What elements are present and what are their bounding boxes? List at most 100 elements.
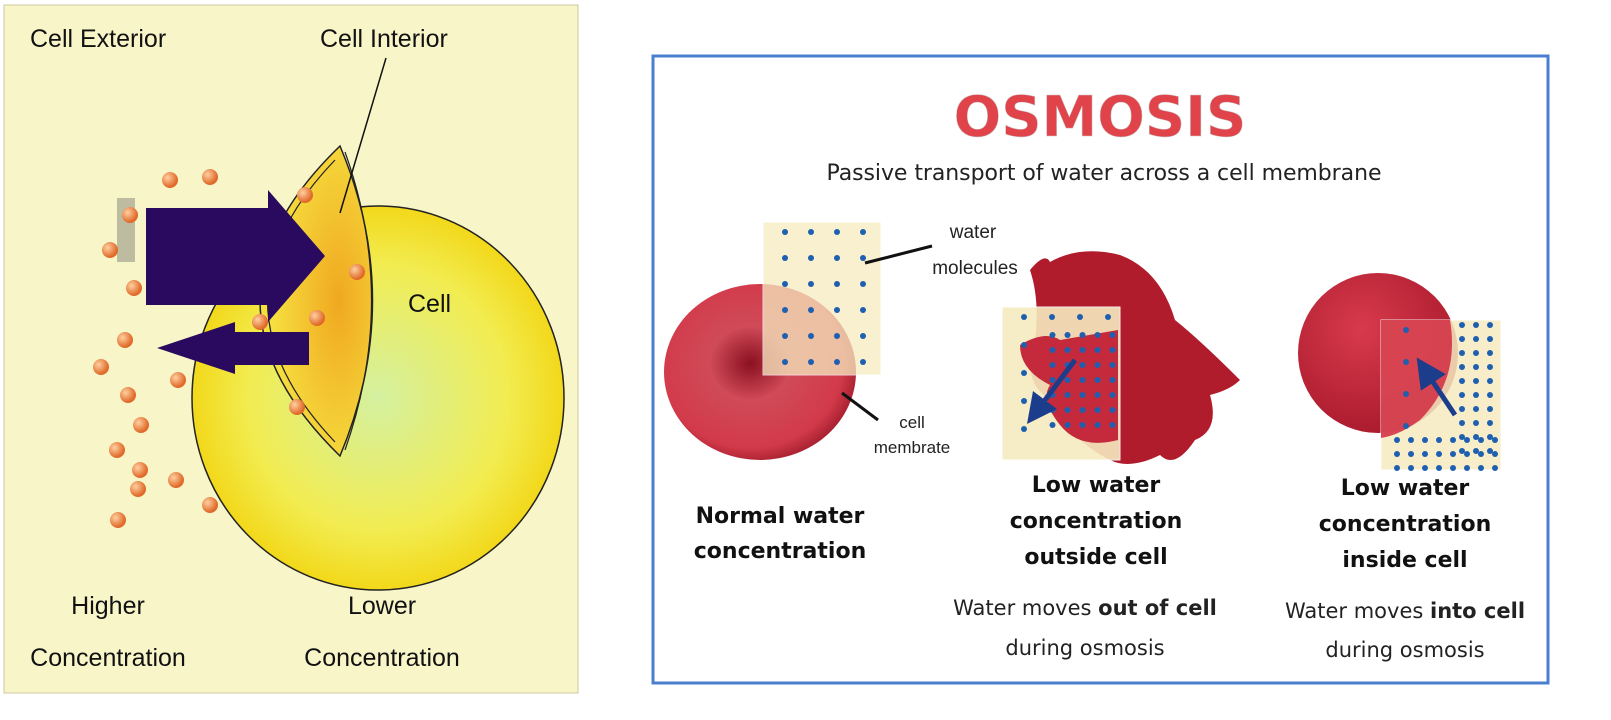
osmosis-subtitle: Passive transport of water across a cell… — [827, 161, 1382, 186]
water-molecule — [1473, 420, 1479, 426]
water-molecule — [1049, 407, 1056, 413]
water-molecule — [1403, 359, 1409, 365]
water-molecule — [1473, 322, 1479, 328]
water-molecule — [1422, 437, 1428, 443]
lower-label-2: Concentration — [304, 644, 460, 672]
panel2-heading-2: concentration — [1010, 509, 1183, 534]
solute-particle — [162, 172, 178, 188]
water-molecule — [1064, 347, 1071, 353]
water-molecule — [1109, 332, 1116, 338]
water-pointer-line — [864, 244, 933, 265]
water-molecule — [1422, 451, 1428, 457]
water-molecule — [1473, 406, 1479, 412]
solute-particle — [202, 497, 218, 513]
water-molecule — [1487, 378, 1493, 384]
solute-particle — [109, 442, 125, 458]
higher-label-2: Concentration — [30, 644, 186, 672]
water-molecule — [1487, 420, 1493, 426]
panel2-desc-plain: Water moves — [953, 596, 1098, 620]
water-label-1: water — [949, 222, 997, 243]
water-molecule — [1021, 370, 1027, 376]
water-molecule — [860, 333, 866, 339]
water-molecule — [1079, 347, 1086, 353]
water-molecule — [782, 229, 788, 235]
water-molecule — [834, 229, 840, 235]
membrane-pointer-line — [841, 391, 879, 422]
water-molecule — [1473, 448, 1479, 454]
cell-exterior-label: Cell Exterior — [30, 25, 166, 53]
water-molecule — [1064, 332, 1071, 338]
water-molecule — [1403, 391, 1409, 397]
solute-particle — [93, 359, 109, 375]
inward-arrow — [146, 190, 325, 322]
water-molecule — [1077, 314, 1083, 320]
water-molecule — [834, 281, 840, 287]
solute-particle — [122, 207, 138, 223]
water-molecule — [1459, 434, 1465, 440]
right-osmosis-diagram: OSMOSIS Passive transport of water acros… — [651, 54, 1550, 685]
water-patch-normal — [762, 221, 882, 376]
water-molecule — [1408, 465, 1414, 471]
lower-label-1: Lower — [348, 592, 416, 620]
water-molecule — [1492, 451, 1498, 457]
water-molecule — [1109, 422, 1116, 428]
water-molecule — [834, 255, 840, 261]
water-molecule — [1473, 336, 1479, 342]
water-molecule — [1478, 437, 1484, 443]
water-molecule — [782, 255, 788, 261]
water-molecule — [782, 359, 788, 365]
water-molecule — [1021, 398, 1027, 404]
water-molecule — [1408, 451, 1414, 457]
solute-particle — [110, 512, 126, 528]
panel3-desc-plain: Water moves — [1285, 599, 1430, 623]
water-molecule — [1021, 426, 1027, 432]
water-molecule — [1492, 437, 1498, 443]
membrane-label-1: cell — [899, 413, 925, 432]
water-molecule — [1459, 448, 1465, 454]
water-molecules — [782, 229, 1498, 471]
solute-particle — [102, 242, 118, 258]
solute-particle — [309, 310, 325, 326]
water-molecule — [808, 307, 814, 313]
water-molecule — [1079, 422, 1086, 428]
water-molecule — [1478, 465, 1484, 471]
water-molecule — [808, 255, 814, 261]
water-molecule — [1450, 451, 1456, 457]
panel2-desc-bold: out of cell — [1098, 596, 1217, 620]
water-molecule — [860, 229, 866, 235]
water-molecule — [1473, 378, 1479, 384]
panel1-heading-1: Normal water — [696, 504, 865, 529]
water-molecule — [860, 359, 866, 365]
water-molecule — [1464, 451, 1470, 457]
water-molecule — [1079, 332, 1086, 338]
water-molecule — [1079, 362, 1086, 368]
water-molecule — [1487, 364, 1493, 370]
water-molecule — [1079, 377, 1086, 383]
solute-particle — [297, 187, 313, 203]
water-molecule — [1064, 377, 1071, 383]
solute-particle — [289, 399, 305, 415]
water-molecule — [1436, 437, 1442, 443]
water-molecule — [1478, 451, 1484, 457]
water-molecule — [1394, 437, 1400, 443]
solute-particle — [349, 264, 365, 280]
left-diffusion-diagram: Cell Exterior Cell Interior Cell Higher … — [3, 4, 579, 694]
water-molecule — [1487, 336, 1493, 342]
water-molecule — [1109, 377, 1116, 383]
water-molecule — [1094, 407, 1101, 413]
water-molecule — [1064, 407, 1071, 413]
water-molecule — [860, 255, 866, 261]
water-molecule — [1408, 437, 1414, 443]
water-molecule — [1459, 350, 1465, 356]
water-molecule — [1436, 451, 1442, 457]
panel2-desc-line2: during osmosis — [1005, 636, 1164, 660]
panel3-heading-1: Low water — [1341, 476, 1470, 501]
water-molecule — [1064, 422, 1071, 428]
water-molecule — [1464, 465, 1470, 471]
cell-cutaway — [1020, 330, 1118, 443]
water-molecule — [782, 333, 788, 339]
water-molecule — [860, 281, 866, 287]
water-molecule — [808, 333, 814, 339]
water-molecule — [1094, 347, 1101, 353]
